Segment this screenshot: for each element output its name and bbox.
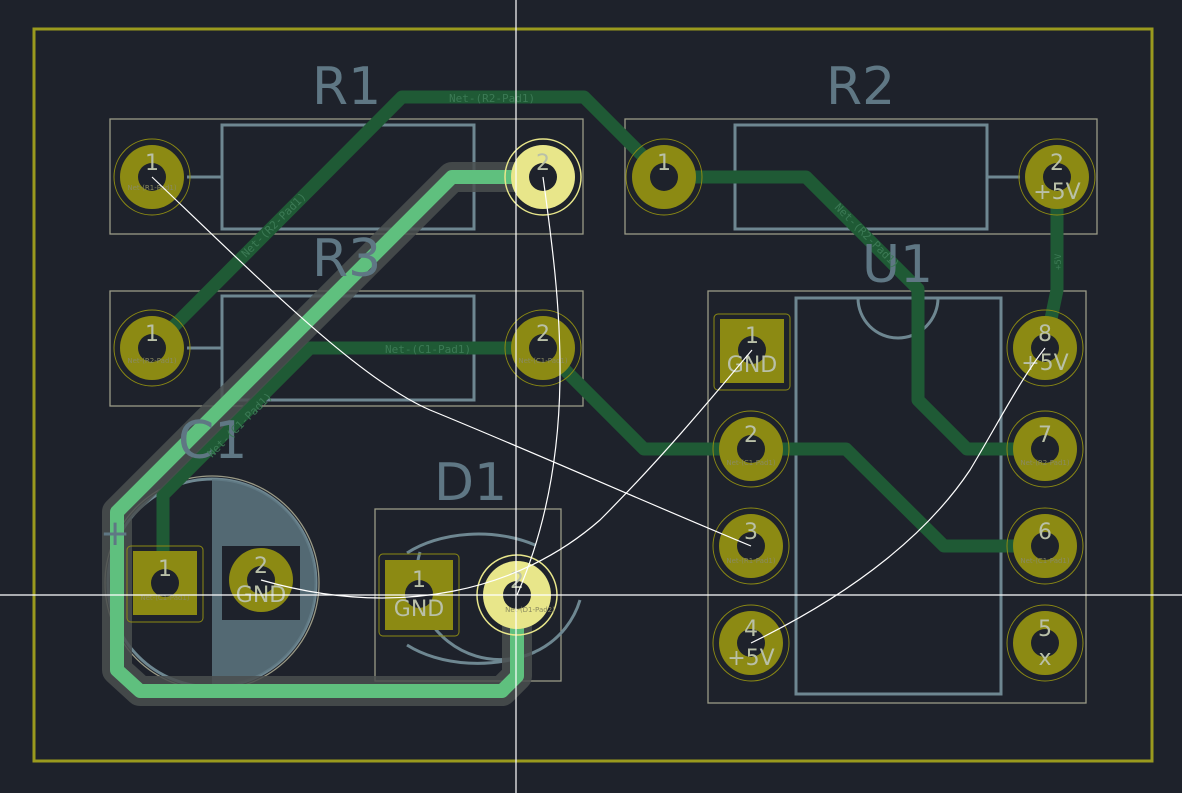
c1-pad2-number: 2 bbox=[254, 554, 268, 579]
d1-pad1-net: GND bbox=[394, 597, 444, 622]
c1-pad1-clearance bbox=[126, 545, 204, 623]
u1-pad4-number: 4 bbox=[744, 617, 758, 642]
r3-pad2-clearance bbox=[504, 309, 582, 387]
r3-pad2-net: Net-(C1-Pad1) bbox=[518, 357, 568, 365]
u1-pad5-number: 5 bbox=[1038, 617, 1052, 642]
r2-pad1-number: 1 bbox=[657, 151, 671, 176]
d1-pad1-drill bbox=[405, 580, 433, 608]
d1-refdes: D1 bbox=[434, 453, 507, 513]
r2-pad2-clearance bbox=[1018, 138, 1096, 216]
d1-pad2-net: Net-(D1-Pad2) bbox=[505, 606, 555, 614]
net-label-vcc-v: +5V bbox=[1054, 253, 1064, 270]
r3-refdes: R3 bbox=[312, 229, 381, 289]
u1-pad3-net: Net-(R1-Pad1) bbox=[726, 557, 775, 565]
ratsnest-r1pad2-to-d1 bbox=[516, 176, 561, 596]
c1-refdes: C1 bbox=[178, 411, 247, 471]
u1-pad2-net: Net-(C1-Pad1) bbox=[726, 459, 776, 467]
r3-pad1-drill bbox=[138, 334, 166, 362]
u1-pad8-net: +5V bbox=[1021, 351, 1068, 376]
ratsnest-u1pad4-to-pad8 bbox=[750, 347, 1046, 644]
u1-pad1-clearance bbox=[713, 313, 791, 391]
u1-pad1-number: 1 bbox=[745, 324, 759, 349]
r2-pad2-number: 2 bbox=[1050, 151, 1064, 176]
r1-pad1-net: Net-(R1-Pad1) bbox=[127, 184, 176, 192]
net-label-r1-diag: Net-(R2-Pad1) bbox=[239, 190, 309, 260]
u1-pad7-net: Net-(R2-Pad1) bbox=[1020, 459, 1069, 467]
r1-pad2-number: 2 bbox=[536, 151, 550, 176]
u1-pad8-number: 8 bbox=[1038, 322, 1052, 347]
r1-pad1-number: 1 bbox=[145, 151, 159, 176]
track-r3-to-u1[interactable] bbox=[536, 341, 1052, 553]
d1-pad1-number: 1 bbox=[412, 568, 426, 593]
u1-pad6-clearance bbox=[1006, 507, 1084, 585]
c1-polarity-mark: + bbox=[100, 513, 130, 554]
u1-pad4-net: +5V bbox=[727, 646, 774, 671]
u1-courtyard bbox=[707, 290, 1087, 704]
ratsnest-c1-to-u1pad1 bbox=[260, 349, 753, 599]
u1-pad2-number: 2 bbox=[744, 423, 758, 448]
r3-pad2-number: 2 bbox=[536, 322, 550, 347]
u1-refdes: U1 bbox=[862, 235, 933, 295]
u1-pad1-net: GND bbox=[727, 353, 777, 378]
track-c1-to-r3[interactable] bbox=[156, 341, 550, 589]
r2-pads bbox=[625, 138, 1096, 216]
r2-refdes: R2 bbox=[826, 57, 895, 117]
u1-pin1-notch bbox=[856, 297, 940, 340]
r1-pad1-clearance bbox=[113, 138, 191, 216]
r3-pad2-drill bbox=[529, 334, 557, 362]
u1-pad2-clearance bbox=[712, 410, 790, 488]
ratsnest-r1-to-u1pad3 bbox=[151, 176, 752, 547]
u1-pads bbox=[712, 309, 1084, 682]
r2-pad1-clearance bbox=[625, 138, 703, 216]
r3-pad1-net: Net-(R2-Pad1) bbox=[127, 357, 176, 365]
track-r2-to-u1[interactable] bbox=[657, 170, 1052, 456]
u1-pad5-drill bbox=[1031, 629, 1059, 657]
u1-pad5-clearance bbox=[1006, 604, 1084, 682]
r2-pad1-drill bbox=[650, 163, 678, 191]
c1-pad1-net: Net-(C1-Pad1) bbox=[140, 594, 190, 602]
u1-pad2-drill bbox=[737, 435, 765, 463]
board-edge-outline bbox=[32, 27, 1154, 763]
r1-pad2-halo bbox=[504, 138, 582, 216]
track-highlight-r1-to-d1[interactable] bbox=[110, 170, 550, 698]
u1-pad3-clearance bbox=[712, 507, 790, 585]
d1-pad2-number: 2 bbox=[510, 569, 524, 594]
pad-labels: 1 Net-(R1-Pad1) 2 1 2 +5V 1 Net-(R2-Pad1… bbox=[127, 151, 1080, 671]
u1-pad3-number: 3 bbox=[744, 520, 758, 545]
track-r1-to-r2[interactable] bbox=[145, 90, 671, 355]
r1-courtyard bbox=[109, 118, 584, 235]
net-label-top: Net-(R2-Pad1) bbox=[449, 92, 535, 105]
u1-pad7-number: 7 bbox=[1038, 423, 1052, 448]
u1-pad4-clearance bbox=[712, 604, 790, 682]
r2-pad2-net: +5V bbox=[1033, 180, 1080, 205]
u1-pad7-drill bbox=[1031, 435, 1059, 463]
net-label-r3-h: Net-(C1-Pad1) bbox=[385, 343, 471, 356]
d1-body-arc-top bbox=[406, 532, 536, 555]
c1-pad1-drill bbox=[151, 569, 179, 597]
u1-pad6-number: 6 bbox=[1038, 520, 1052, 545]
u1-pad8-clearance bbox=[1006, 309, 1084, 387]
u1-body-outline bbox=[794, 296, 1003, 696]
r2-pad2-drill bbox=[1043, 163, 1071, 191]
r3-pad1-clearance bbox=[113, 309, 191, 387]
r1-refdes: R1 bbox=[312, 57, 381, 117]
u1-pad7-clearance bbox=[1006, 410, 1084, 488]
u1-pad6-net: Net-(C1-Pad1) bbox=[1020, 557, 1070, 565]
c1-pad1-number: 1 bbox=[158, 557, 172, 582]
r3-pad1-number: 1 bbox=[145, 322, 159, 347]
u1-pad6-drill bbox=[1031, 532, 1059, 560]
u1-pad5-net: x bbox=[1038, 646, 1051, 671]
